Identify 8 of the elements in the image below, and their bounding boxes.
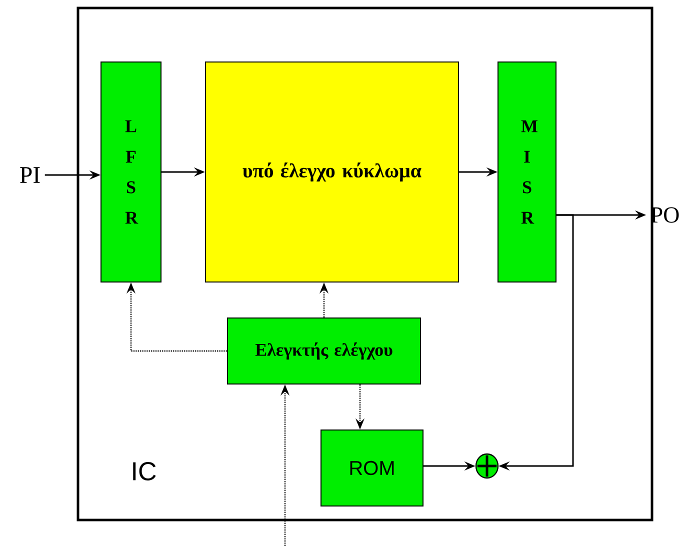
process-box: Ελεγκτής ελέγχου [227, 318, 421, 384]
xor-symbol [475, 453, 499, 479]
signal-label: PO [650, 207, 679, 223]
process-box: ROM [320, 430, 424, 506]
register-box: L F S R [100, 62, 162, 282]
signal-label: PI [20, 167, 40, 183]
process-box: υπό έλεγχο κύκλωμα [205, 62, 459, 282]
register-box: M I S R [498, 62, 556, 282]
